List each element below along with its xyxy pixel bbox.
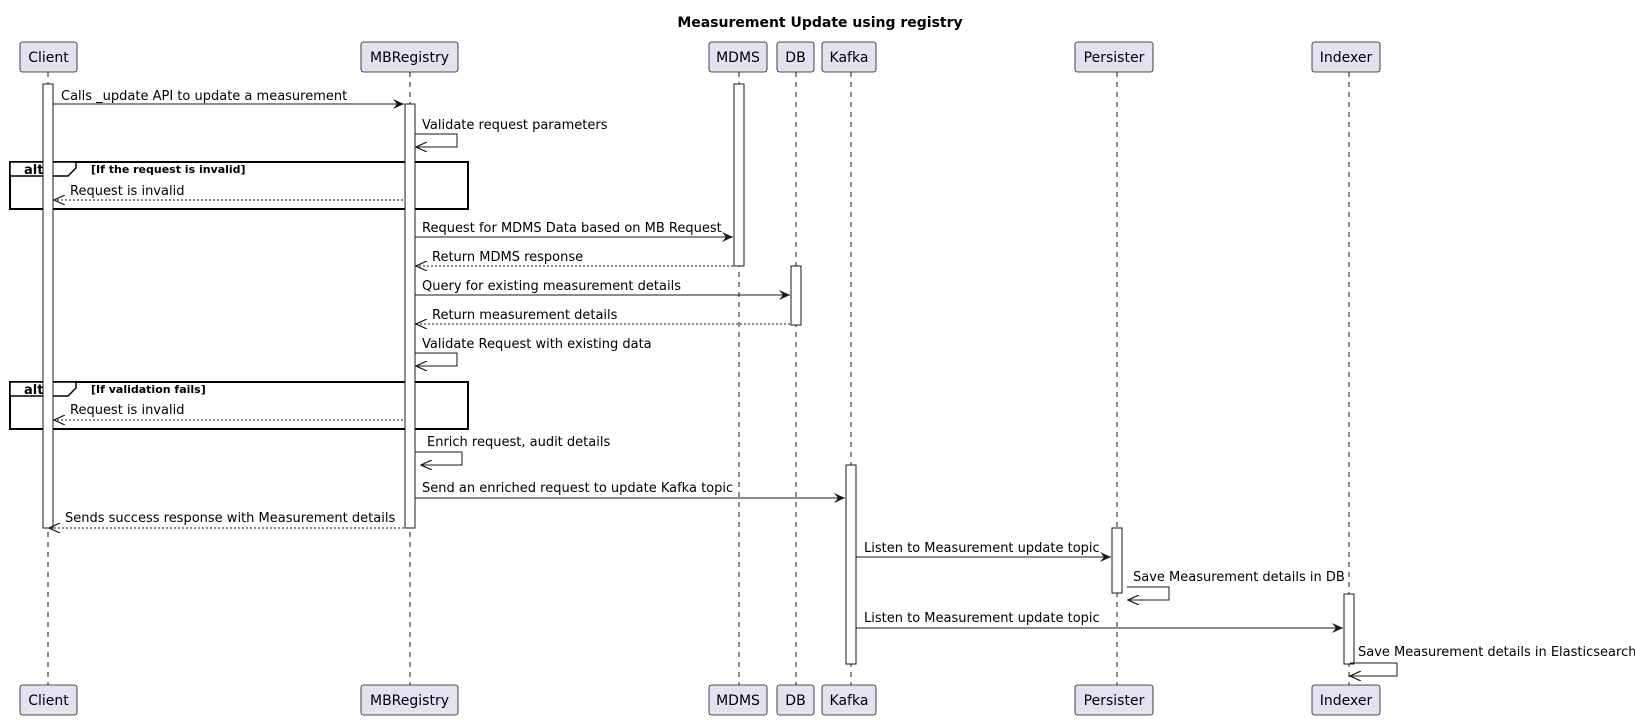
message-arrow xyxy=(415,133,458,147)
message-label: Validate Request with existing data xyxy=(422,337,652,352)
activation-client xyxy=(42,83,54,529)
activation-mbregistry xyxy=(404,103,416,529)
message-label: Return MDMS response xyxy=(432,250,583,265)
participant-mdms: MDMS xyxy=(708,684,768,716)
participant-db: DB xyxy=(776,41,815,73)
message-label: Save Measurement details in DB xyxy=(1133,570,1345,585)
participant-label: DB xyxy=(785,50,805,66)
messages xyxy=(49,99,1398,676)
participant-client: Client xyxy=(19,41,78,73)
alt-frame xyxy=(9,381,469,430)
participant-label: Indexer xyxy=(1320,50,1373,66)
message-labels: Calls _update API to update a measuremen… xyxy=(61,89,1635,660)
alt-condition: [If validation fails] xyxy=(91,383,206,396)
message-label: Request for MDMS Data based on MB Reques… xyxy=(422,221,722,236)
participant-label: MBRegistry xyxy=(370,50,449,66)
participant-label: Persister xyxy=(1084,50,1145,66)
participant-label: Indexer xyxy=(1320,693,1373,709)
participant-label: Kafka xyxy=(830,50,869,66)
message-label: Save Measurement details in Elasticsearc… xyxy=(1358,645,1635,660)
message-label: Query for existing measurement details xyxy=(422,279,681,294)
participant-box xyxy=(776,41,815,73)
participant-box xyxy=(708,684,768,716)
participants-bottom: Client MBRegistry MDMS DB Kafka Persiste… xyxy=(19,684,1381,716)
participant-kafka: Kafka xyxy=(821,684,877,716)
message-label: Enrich request, audit details xyxy=(427,435,610,450)
message-label: Request is invalid xyxy=(70,403,184,418)
participant-label: MDMS xyxy=(716,50,760,66)
participant-box xyxy=(821,684,877,716)
activation-indexer xyxy=(1343,593,1355,665)
participant-indexer: Indexer xyxy=(1311,684,1381,716)
message-arrow xyxy=(1127,586,1170,600)
message-label: Validate request parameters xyxy=(422,118,608,133)
message-label: Request is invalid xyxy=(70,184,184,199)
participant-db: DB xyxy=(776,684,815,716)
message-label: Listen to Measurement update topic xyxy=(864,541,1100,556)
participant-label: MBRegistry xyxy=(370,693,449,709)
alt-condition: [If the request is invalid] xyxy=(91,163,246,176)
message-arrow xyxy=(415,451,463,465)
participant-box xyxy=(708,41,768,73)
message-label: Sends success response with Measurement … xyxy=(65,511,395,526)
alt-keyword: alt xyxy=(24,383,43,398)
participant-indexer: Indexer xyxy=(1311,41,1381,73)
participant-mdms: MDMS xyxy=(708,41,768,73)
participant-box xyxy=(1311,684,1381,716)
participant-box xyxy=(360,41,459,73)
participant-client: Client xyxy=(19,684,78,716)
activations xyxy=(42,83,1355,665)
activation-kafka xyxy=(845,464,857,665)
message-label: Send an enriched request to update Kafka… xyxy=(422,481,733,496)
participant-box xyxy=(19,41,78,73)
participant-label: Client xyxy=(28,693,69,709)
message-arrow xyxy=(415,352,458,366)
participant-box xyxy=(776,684,815,716)
activation-db xyxy=(790,265,802,326)
participant-box xyxy=(821,41,877,73)
alt-keyword: alt xyxy=(24,163,43,178)
participant-box xyxy=(1074,684,1154,716)
message-arrow xyxy=(1350,662,1398,676)
participant-box xyxy=(1311,41,1381,73)
participant-label: MDMS xyxy=(716,693,760,709)
participant-label: Kafka xyxy=(830,693,869,709)
message-label: Calls _update API to update a measuremen… xyxy=(61,89,347,104)
participant-kafka: Kafka xyxy=(821,41,877,73)
participant-box xyxy=(360,684,459,716)
participant-box xyxy=(1074,41,1154,73)
message-label: Listen to Measurement update topic xyxy=(864,611,1100,626)
message-label: Return measurement details xyxy=(432,308,618,323)
diagram-title: Measurement Update using registry xyxy=(677,15,962,31)
alt-frame xyxy=(9,161,469,210)
participant-mbregistry: MBRegistry xyxy=(360,684,459,716)
activation-persister xyxy=(1111,527,1123,594)
participant-label: Client xyxy=(28,50,69,66)
activation-mdms xyxy=(733,83,745,267)
participant-label: Persister xyxy=(1084,693,1145,709)
participant-persister: Persister xyxy=(1074,41,1154,73)
participant-mbregistry: MBRegistry xyxy=(360,41,459,73)
participant-label: DB xyxy=(785,693,805,709)
participants-top: Client MBRegistry MDMS DB Kafka Persiste… xyxy=(19,41,1381,73)
participant-persister: Persister xyxy=(1074,684,1154,716)
participant-box xyxy=(19,684,78,716)
